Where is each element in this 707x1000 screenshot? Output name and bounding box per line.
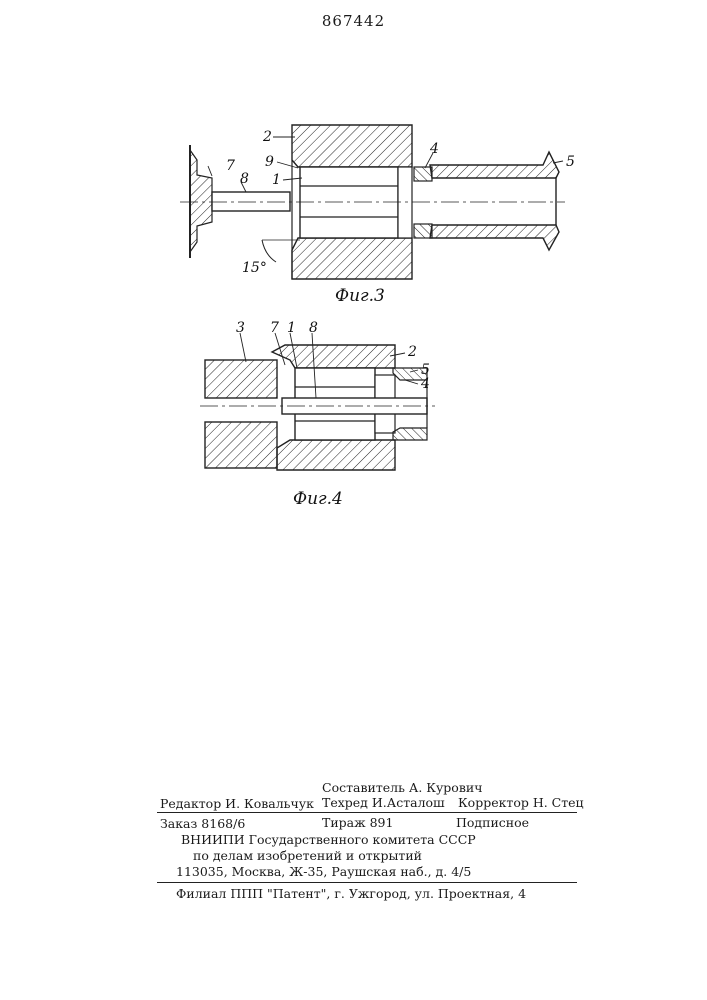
- angle-arc: [262, 240, 276, 262]
- fig3-label-2: 2: [262, 129, 272, 145]
- fig4-label-7: 7: [270, 320, 279, 336]
- block-part-3-top: [205, 360, 277, 398]
- address-line: 113035, Москва, Ж-35, Раушская наб., д. …: [176, 864, 471, 879]
- fig3-label-4: 4: [429, 141, 439, 157]
- fig4-label-3: 3: [236, 320, 245, 336]
- techred-line: Техред И.Асталош: [322, 795, 445, 810]
- fig4-label-2: 2: [407, 344, 417, 360]
- divider-bottom: [157, 882, 577, 883]
- org-line-2: по делам изобретений и открытий: [193, 848, 422, 863]
- housing-part-2-top: [292, 125, 412, 167]
- divider-top: [157, 812, 577, 813]
- figure-4: 3 7 1 8 2 5 4 Фиг.4: [200, 320, 435, 509]
- circulation-line: Тираж 891: [322, 815, 393, 830]
- order-line: Заказ 8168/6: [160, 816, 245, 831]
- org-line-1: ВНИИПИ Государственного комитета СССР: [181, 832, 476, 847]
- rod-part-8: [212, 192, 290, 211]
- seal-part-4: [414, 167, 432, 238]
- compiler-line: Составитель А. Курович: [322, 780, 482, 795]
- figure-3: 2 9 7 8 1 4 5 15° Фиг.3: [180, 125, 575, 306]
- fig3-label-5: 5: [566, 154, 575, 170]
- fig3-caption: Фиг.3: [335, 286, 385, 306]
- fig4-label-1: 1: [287, 320, 296, 336]
- fig3-label-angle: 15°: [242, 260, 267, 276]
- subscription-line: Подписное: [456, 815, 529, 830]
- fig3-label-8: 8: [240, 171, 249, 187]
- fig3-label-9: 9: [265, 154, 274, 170]
- corrector-line: Корректор Н. Стец: [458, 795, 584, 810]
- fig4-housing-part-2-top: [272, 345, 395, 368]
- wall-part-7: [190, 145, 212, 258]
- branch-line: Филиал ППП "Патент", г. Ужгород, ул. Про…: [176, 886, 526, 901]
- fig4-label-8: 8: [309, 320, 318, 336]
- editor-line: Редактор И. Ковальчук: [160, 796, 314, 811]
- bushing-part-1: [300, 167, 412, 238]
- fig4-caption: Фиг.4: [293, 489, 343, 509]
- block-part-3-bottom: [205, 422, 277, 468]
- fig4-label-4: 4: [420, 376, 430, 392]
- fig3-label-1: 1: [272, 172, 281, 188]
- housing-part-2-bottom: [292, 238, 412, 279]
- fig3-label-7: 7: [226, 158, 235, 174]
- fig4-housing-part-2-bottom: [277, 440, 395, 470]
- tube-part-5: [412, 152, 561, 250]
